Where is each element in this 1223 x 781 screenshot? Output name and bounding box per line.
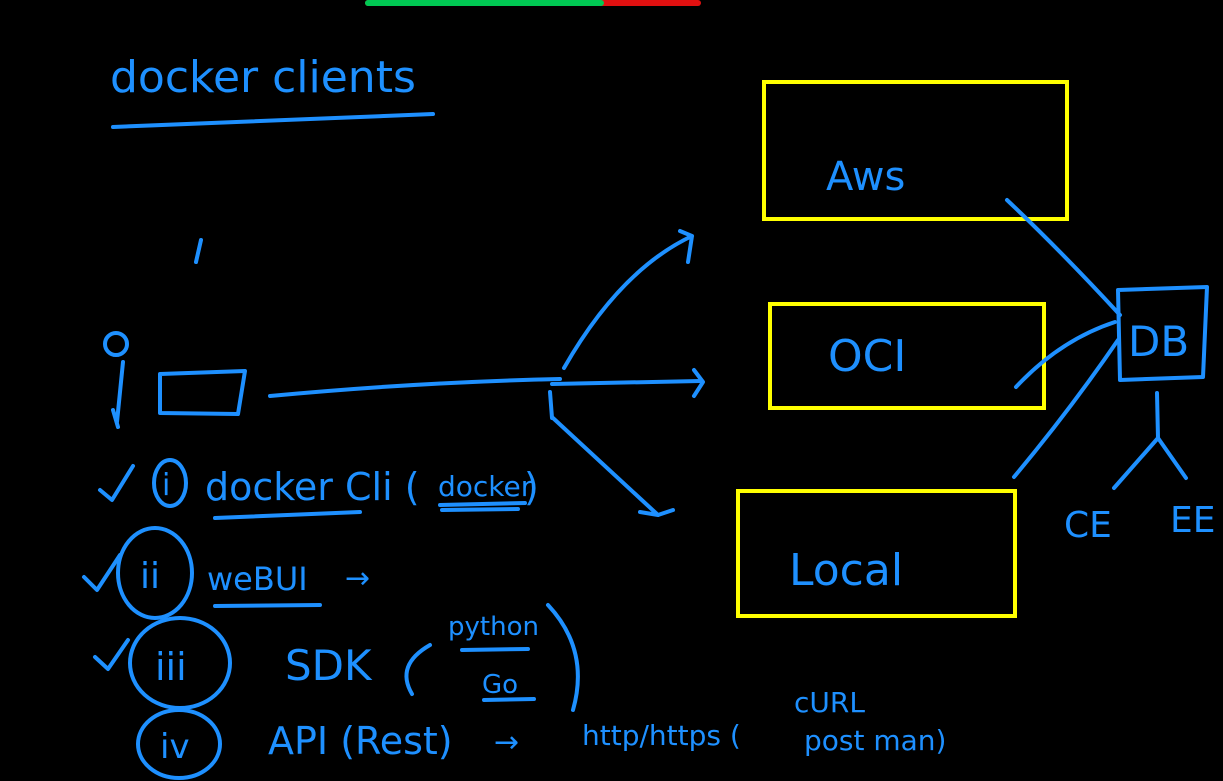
progress-fill <box>365 0 604 6</box>
branch-arrows <box>548 229 705 517</box>
client-protocol: http/https ( <box>582 719 741 752</box>
target-label: OCI <box>828 331 906 382</box>
arrow-top <box>562 229 694 370</box>
arrow-middle <box>692 368 705 398</box>
client-tool: cURL <box>794 686 865 719</box>
client-item-i: i docker Cli ( docker ) <box>98 458 539 520</box>
client-detail: docker <box>438 470 533 503</box>
client-label: SDK <box>285 641 373 690</box>
client-box <box>158 369 247 416</box>
client-label: API (Rest) <box>268 719 453 763</box>
client-num: i <box>162 468 170 503</box>
target-aws: Aws <box>762 80 1069 221</box>
user-icon <box>103 331 129 429</box>
arrow-bottom <box>551 416 675 517</box>
stray-mark <box>194 238 203 264</box>
client-arrow: → <box>345 561 370 596</box>
heading-underline <box>111 112 435 129</box>
db-edition: CE <box>1064 505 1112 546</box>
sdk-lang: python <box>448 612 539 642</box>
client-item-ii: ii weBUI → <box>82 526 370 620</box>
target-local: Local <box>736 489 1017 618</box>
db-label: DB <box>1128 317 1189 366</box>
client-tool: post man) <box>804 724 946 757</box>
heading: docker clients <box>110 52 416 103</box>
target-oci: OCI <box>768 302 1046 410</box>
sdk-lang: Go <box>482 670 518 700</box>
client-num: ii <box>140 556 160 597</box>
db-edition: EE <box>1170 500 1216 541</box>
checkmark-icon <box>93 638 130 671</box>
connection-line <box>268 377 562 398</box>
client-num: iv <box>160 727 190 767</box>
db-node: DB CE EE <box>1064 285 1216 546</box>
client-label: docker Cli ( <box>205 465 420 509</box>
progress-indicator <box>365 0 701 6</box>
checkmark-icon <box>82 553 122 592</box>
client-close: ) <box>524 465 539 509</box>
client-num: iii <box>155 645 187 689</box>
client-item-iv: iv API (Rest) → http/https ( cURL post m… <box>136 686 946 780</box>
target-label: Local <box>789 545 903 596</box>
checkmark-icon <box>98 464 135 502</box>
target-label: Aws <box>826 154 905 200</box>
db-connectors <box>1005 198 1122 479</box>
client-arrow: → <box>494 725 519 760</box>
client-item-iii: iii SDK python Go <box>93 603 580 712</box>
client-label: weBUI <box>207 560 308 598</box>
client-list: i docker Cli ( docker ) ii weBUI → iii S… <box>82 458 946 780</box>
